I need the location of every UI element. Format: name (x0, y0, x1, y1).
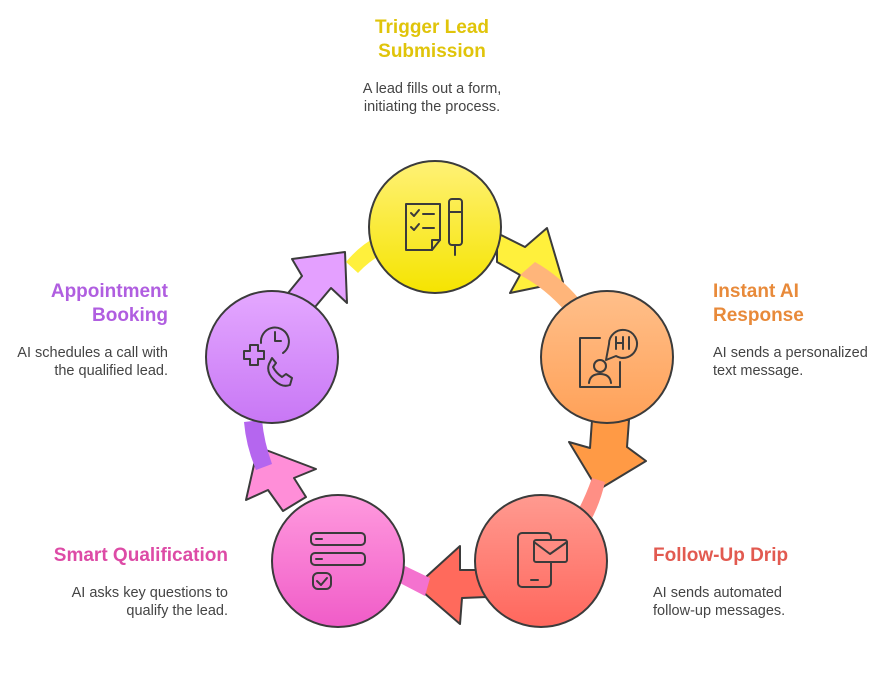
arrow-followup-to-qualification (398, 545, 488, 625)
step-desc-qualification: AI asks key questions to qualify the lea… (28, 584, 228, 620)
step-desc-line: AI sends a personalized (713, 345, 868, 361)
step-desc-line: follow-up messages. (653, 603, 786, 619)
step-desc-booking: AI schedules a call with the qualified l… (4, 344, 168, 380)
step-desc-line: initiating the process. (363, 99, 501, 115)
step-title-line: Submission (378, 41, 486, 62)
step-circle-qualification (271, 494, 405, 628)
step-title-line: Response (713, 305, 804, 326)
arrow-trigger-to-response (496, 227, 580, 312)
step-label-trigger: Trigger Lead Submission A lead fills out… (332, 16, 532, 116)
step-label-followup: Follow-Up Drip AI sends automated follow… (653, 544, 853, 620)
step-label-qualification: Smart Qualification AI asks key question… (28, 544, 228, 620)
step-title-line: Smart Qualification (53, 545, 228, 566)
step-title-booking: Appointment Booking (4, 280, 168, 328)
arrow-response-to-followup (568, 419, 647, 522)
step-desc-line: A lead fills out a form, (362, 81, 502, 97)
form-and-pen-icon (405, 198, 463, 256)
arrow-qualification-to-booking (244, 420, 317, 512)
step-title-response: Instant AI Response (713, 280, 878, 328)
step-desc-line: AI asks key questions to (71, 585, 228, 601)
step-title-line: Booking (92, 305, 168, 326)
step-title-line: Follow-Up Drip (653, 545, 789, 566)
step-desc-line: text message. (713, 363, 804, 379)
step-desc-line: AI sends automated (653, 585, 782, 601)
chat-hi-icon (579, 328, 638, 388)
checklist-icon (310, 532, 366, 590)
step-desc-line: AI schedules a call with (17, 345, 168, 361)
step-title-line: Appointment (50, 281, 168, 302)
phone-message-icon (517, 532, 568, 588)
step-label-booking: Appointment Booking AI schedules a call … (4, 280, 168, 380)
step-desc-line: the qualified lead. (54, 363, 168, 379)
step-title-qualification: Smart Qualification (28, 544, 228, 568)
step-title-line: Trigger Lead (374, 17, 490, 38)
step-desc-response: AI sends a personalized text message. (713, 344, 878, 380)
step-desc-followup: AI sends automated follow-up messages. (653, 584, 853, 620)
step-desc-trigger: A lead fills out a form, initiating the … (332, 80, 532, 116)
phone-schedule-icon (243, 326, 293, 387)
step-label-response: Instant AI Response AI sends a personali… (713, 280, 878, 380)
step-desc-line: qualify the lead. (126, 603, 228, 619)
step-title-line: Instant AI (713, 281, 799, 302)
step-title-trigger: Trigger Lead Submission (332, 16, 532, 64)
step-circle-trigger (368, 160, 502, 294)
step-title-followup: Follow-Up Drip (653, 544, 853, 568)
